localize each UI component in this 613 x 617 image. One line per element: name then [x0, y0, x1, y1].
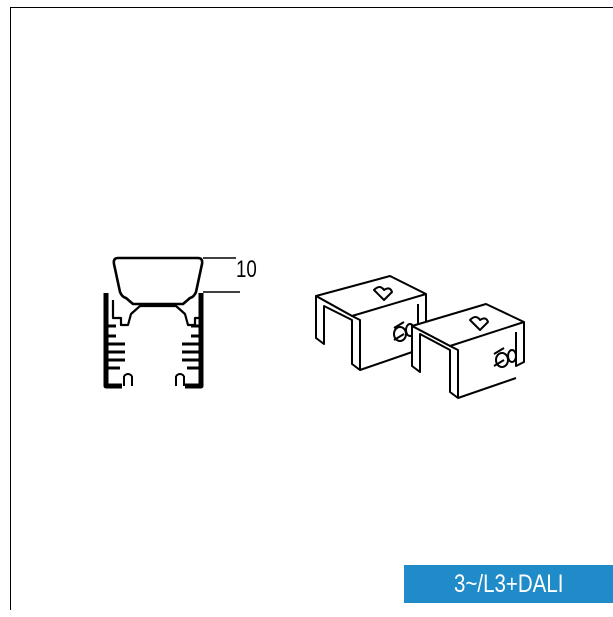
frame-top-border [10, 7, 613, 8]
frame-left-border [10, 7, 11, 610]
mounting-clip-2 [411, 303, 525, 399]
dimension-lines [203, 257, 240, 293]
dimension-label: 10 [236, 256, 257, 283]
track-profile-section [103, 256, 204, 389]
system-type-badge-label: 3~/L3+DALI [453, 569, 564, 598]
system-type-badge: 3~/L3+DALI [404, 565, 613, 603]
mounting-clip-1 [315, 275, 427, 371]
